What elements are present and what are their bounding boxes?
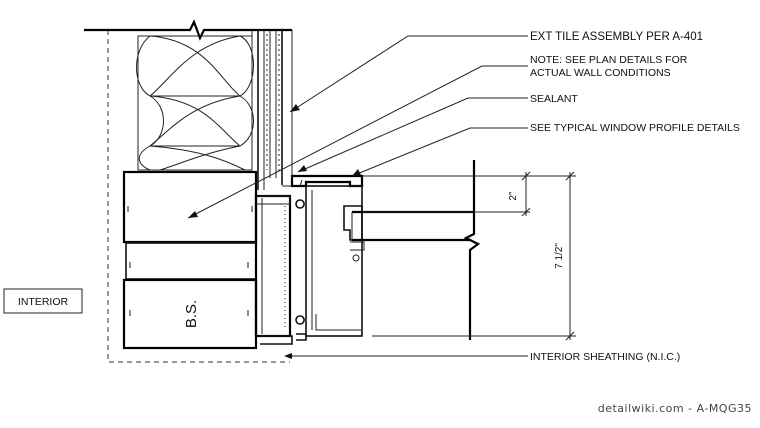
note-plan-details-line2: ACTUAL WALL CONDITIONS [530,67,671,79]
dimension-large-label: 7 1/2" [554,243,565,269]
note-plan-details-line1: NOTE: SEE PLAN DETAILS FOR [530,54,688,66]
watermark: detailwiki.com - A-MQG35 [598,402,752,415]
blocking-label: B.S. [183,300,200,328]
interior-label-box [3,288,83,314]
dimension-lines [362,171,576,341]
glazing-unit [351,160,481,340]
leader-tile [289,35,528,113]
interior-label: INTERIOR [18,296,69,308]
note-tile-assembly: EXT TILE ASSEMBLY PER A-401 [530,31,703,43]
top-break-line [84,19,292,41]
jamb-frame [254,194,293,345]
wall-layers [251,30,303,190]
dimension-small-label: 2" [508,191,519,201]
leader-plan [187,65,528,219]
window-frame [290,174,365,341]
leader-lines [187,35,528,359]
interior-dashed-outline [107,30,290,363]
leader-window [351,127,528,177]
leader-sealant [297,97,528,173]
note-window-profile: SEE TYPICAL WINDOW PROFILE DETAILS [530,122,740,134]
batt-insulation [136,35,254,171]
note-interior-sheathing: INTERIOR SHEATHING (N.I.C.) [530,351,680,363]
note-sealant: SEALANT [530,93,578,105]
